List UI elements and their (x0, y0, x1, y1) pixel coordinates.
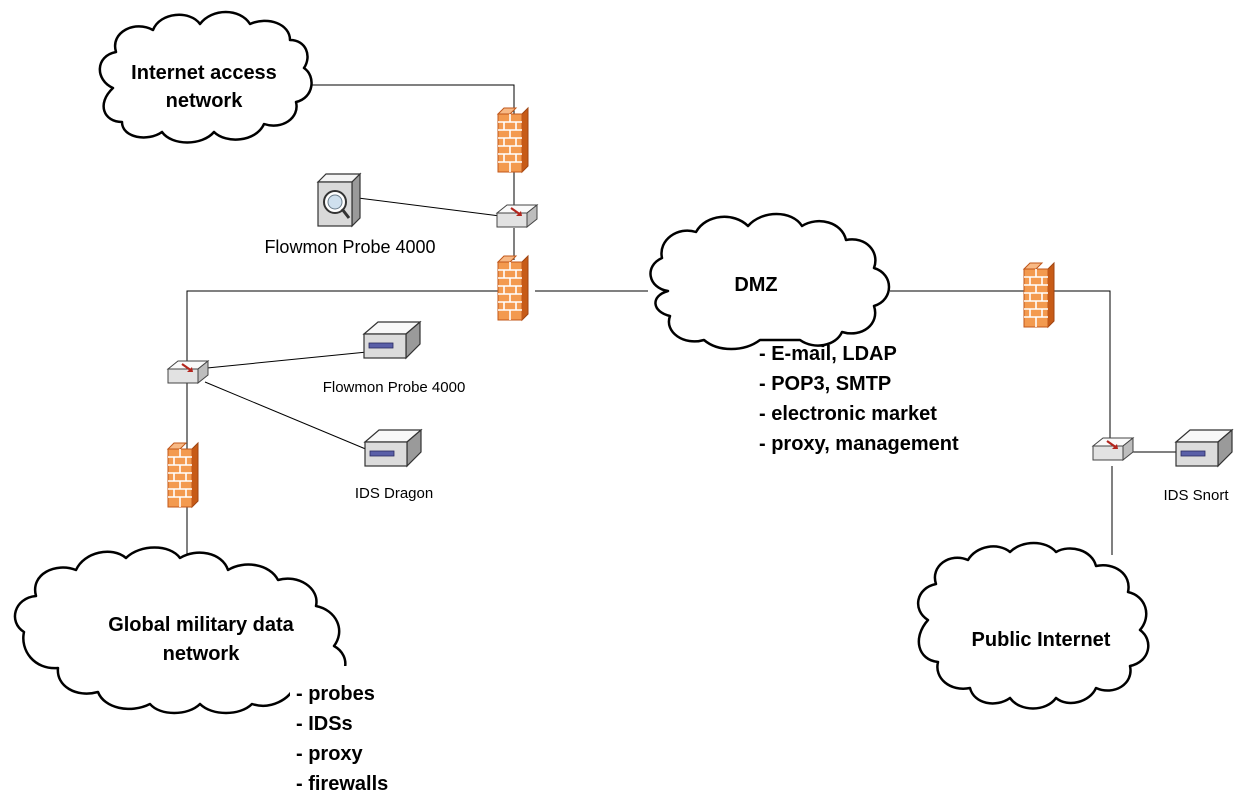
list-item: - probes (296, 683, 375, 705)
list-item: - proxy, management (759, 433, 959, 455)
cloud-label-line: network (166, 90, 244, 112)
switch-icon (166, 359, 210, 385)
list-item: - proxy (296, 743, 364, 765)
list-item: - firewalls (296, 773, 388, 795)
list-item: - electronic market (759, 403, 937, 425)
cloud-public-internet: Public Internet (916, 541, 1150, 710)
switch-icon (1091, 436, 1135, 462)
cloud-dmz: DMZ (649, 212, 891, 351)
switch-icon (495, 203, 539, 229)
dmz-services-list: - E-mail, LDAP - POP3, SMTP - electronic… (759, 343, 959, 455)
cloud-label-line: network (163, 643, 241, 665)
firewall-icon (497, 255, 529, 321)
flowmon-probe-icon (316, 172, 362, 228)
cloud-internet-access-network: Internet access network (98, 10, 313, 144)
ids-dragon-icon (364, 429, 422, 467)
cloud-label-line: Global military data (108, 614, 294, 636)
device-label: Flowmon Probe 4000 (264, 237, 435, 257)
flowmon-probe-icon (363, 321, 421, 359)
military-services-list: - probes - IDSs - proxy - firewalls (296, 683, 388, 795)
firewall-icon (167, 442, 199, 508)
ids-snort-icon (1175, 429, 1233, 467)
cloud-label-line: Internet access (131, 62, 277, 84)
cloud-global-military-data-network: Global military data network (13, 546, 400, 715)
device-label: IDS Dragon (355, 485, 433, 502)
list-item: - IDSs (296, 713, 353, 735)
firewall-icon (497, 107, 529, 173)
cloud-label-line: Public Internet (972, 629, 1111, 651)
list-item: - E-mail, LDAP (759, 343, 897, 365)
device-label: Flowmon Probe 4000 (323, 379, 466, 396)
cloud-label-line: DMZ (734, 274, 777, 296)
firewall-icon (1023, 262, 1055, 328)
list-item: - POP3, SMTP (759, 373, 891, 395)
device-label: IDS Snort (1163, 487, 1229, 504)
